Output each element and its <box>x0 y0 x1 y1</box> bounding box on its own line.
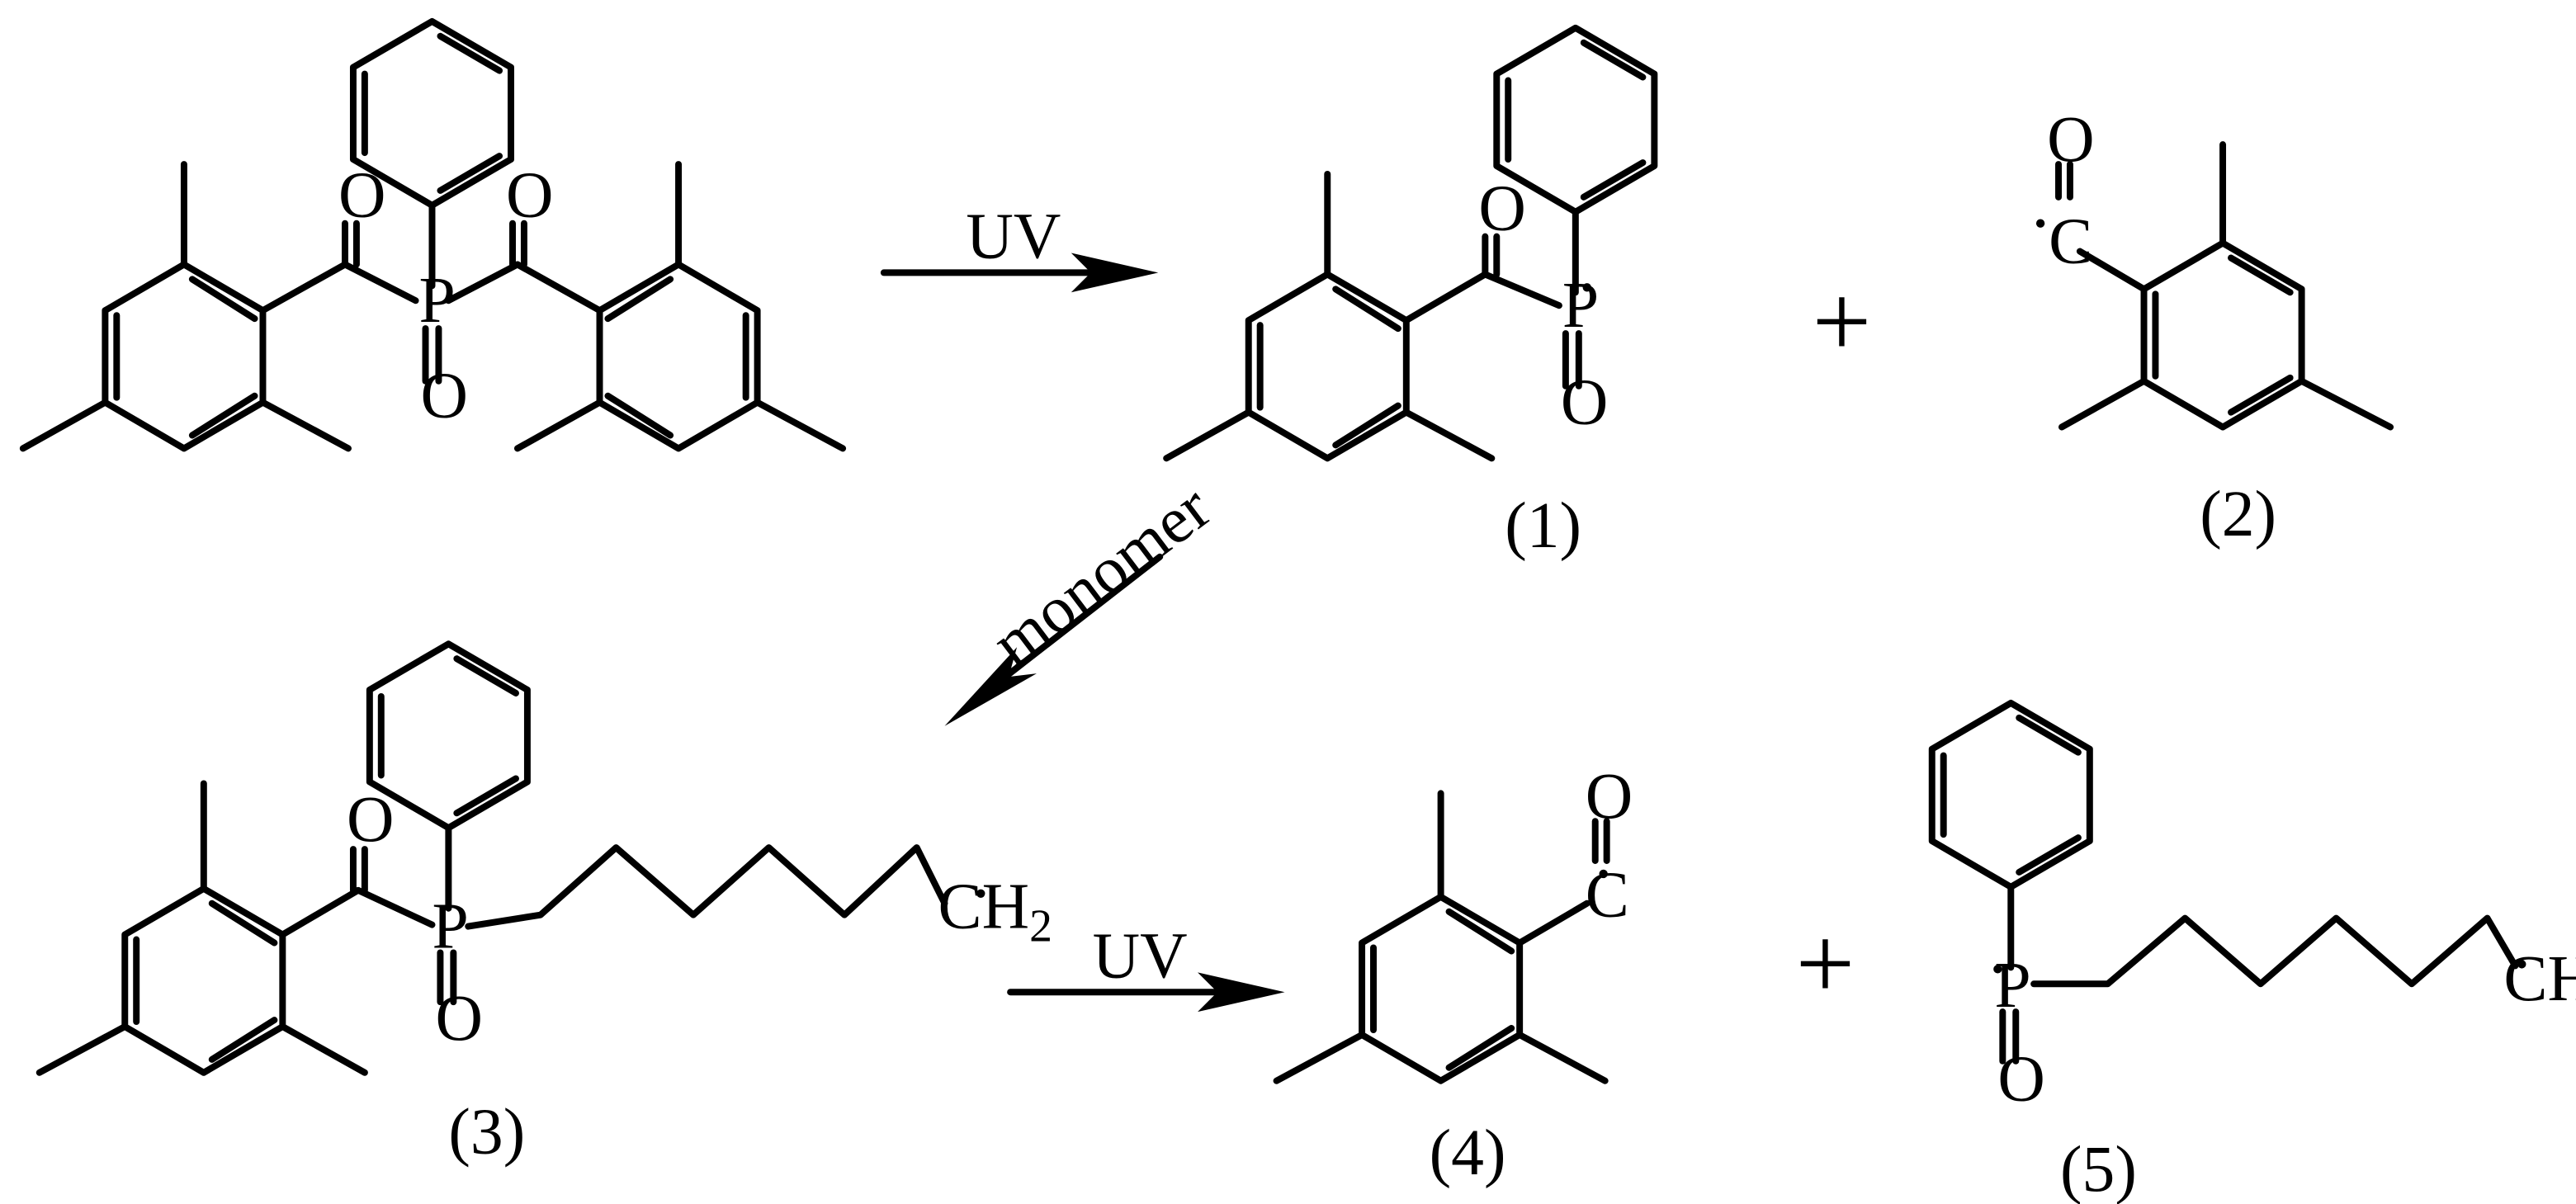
reagent-label-uv: UV <box>1093 919 1188 992</box>
compound-label-3: (3) <box>448 1095 525 1168</box>
compound-4: O C (4) <box>1273 760 1633 1189</box>
compound-label-1: (1) <box>1505 489 1581 562</box>
atom-o: O <box>421 360 469 432</box>
compound-1: O P O (1) <box>1163 24 1658 562</box>
compound-label-5: (5) <box>2060 1133 2137 1204</box>
reaction-arrow-monomer: monomer <box>944 471 1224 726</box>
compound-label-2: (2) <box>2200 478 2276 550</box>
radical-dot <box>1582 283 1591 292</box>
compound-2: O C (2) <box>2035 103 2394 550</box>
atom-ch: CH <box>938 871 1030 943</box>
compound-5: P O CH2 (5) <box>1928 699 2576 1204</box>
starting-material-bapo: O P O O <box>19 17 847 452</box>
atom-o: O <box>1586 760 1633 833</box>
atom-o: O <box>506 159 554 232</box>
subscript-2: 2 <box>1029 901 1052 952</box>
atom-o: O <box>338 159 386 232</box>
plus-sign: + <box>1796 904 1855 1022</box>
atom-p: P <box>432 890 468 962</box>
radical-dot <box>1993 965 2002 974</box>
terminal-ch2: CH2 <box>938 871 1052 952</box>
atom-o: O <box>1997 1043 2045 1116</box>
reagent-label-monomer: monomer <box>979 471 1224 681</box>
compound-label-4: (4) <box>1430 1117 1506 1189</box>
atom-o: O <box>1561 366 1609 439</box>
radical-dot <box>2517 960 2526 969</box>
atom-o: O <box>435 982 483 1055</box>
atom-c: C <box>1586 859 1629 932</box>
plus-sign: + <box>1812 262 1871 380</box>
radical-dot <box>976 889 985 898</box>
atom-p: P <box>419 264 456 337</box>
atom-o: O <box>347 783 395 856</box>
reagent-label-uv: UV <box>966 201 1061 273</box>
atom-o: O <box>2047 103 2095 176</box>
atom-ch: CH <box>2503 942 2576 1015</box>
atom-p: P <box>1562 269 1599 342</box>
reaction-arrow-uv-1: UV <box>880 201 1159 293</box>
radical-dot <box>1599 869 1608 879</box>
atom-c: C <box>2049 205 2092 277</box>
compound-3: O P O CH2 (3) <box>35 640 1052 1168</box>
terminal-ch2: CH2 <box>2503 942 2576 1024</box>
radical-dot <box>2035 219 2045 228</box>
reaction-arrow-uv-2: UV <box>1007 919 1285 1013</box>
atom-p: P <box>1994 949 2030 1022</box>
atom-o: O <box>1478 172 1526 245</box>
